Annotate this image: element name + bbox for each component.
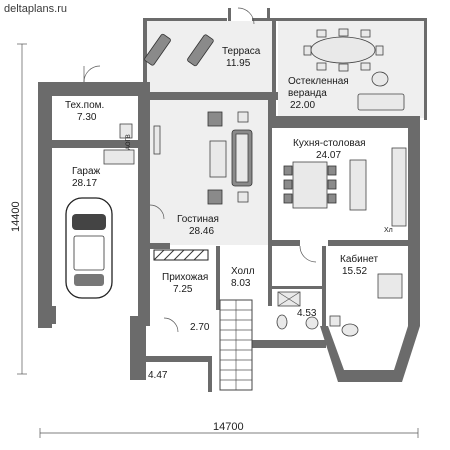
bath-fixtures (276, 291, 319, 330)
dining-table: Хл (283, 147, 407, 234)
veranda-area: 22.00 (290, 100, 315, 111)
living-furniture (153, 111, 253, 205)
site-watermark: deltaplans.ru (4, 3, 67, 15)
door-swings (83, 7, 317, 333)
living-name: Гостиная (177, 214, 219, 225)
height-label: 14400 (10, 201, 22, 232)
wardrobe (153, 249, 209, 261)
kitchen-area: 24.07 (316, 150, 341, 161)
tech-name: Тех.пом. (65, 100, 104, 111)
label-kitchen: Кухня-столовая 24.07 (293, 138, 366, 161)
living-area: 28.46 (189, 226, 214, 237)
label-hall: Холл 8.03 (231, 266, 255, 289)
entry-area: 7.25 (173, 284, 193, 295)
bath-area: 4.53 (297, 308, 317, 319)
label-cabinet: Кабинет 15.52 (340, 253, 378, 277)
staircase (219, 299, 253, 391)
cabinet-area: 15.52 (342, 266, 367, 277)
label-living: Гостиная 28.46 (177, 214, 219, 237)
veranda-table (303, 28, 405, 111)
garage-car (65, 197, 113, 299)
label-entry: Прихожая 7.25 (162, 272, 208, 295)
cabinet-name: Кабинет (340, 253, 378, 265)
label-veranda: Остекленная веранда 22.00 (288, 76, 349, 111)
terrace-floor (143, 21, 272, 92)
small-area-b: 4.47 (148, 370, 168, 381)
garage-area: 28.17 (72, 178, 97, 189)
terrace-loungers (144, 33, 214, 67)
boiler-mark: АОГВ (126, 134, 132, 150)
label-garage: Гараж 28.17 (72, 166, 101, 189)
walls (38, 8, 427, 392)
tech-equipment: АОГВ (103, 123, 135, 165)
entry-name: Прихожая (162, 272, 208, 283)
terrace-name: Терраса (222, 46, 261, 57)
hall-name: Холл (231, 266, 255, 277)
kitchen-name: Кухня-столовая (293, 138, 366, 149)
garage-name: Гараж (72, 166, 101, 177)
veranda-name-1: Остекленная (288, 76, 349, 87)
fridge-mark: Хл (384, 227, 393, 234)
width-label: 14700 (213, 421, 244, 433)
label-tech: Тех.пом. 7.30 (65, 100, 104, 123)
veranda-name-2: веранда (288, 88, 327, 99)
width-dimension: 14700 (39, 421, 419, 438)
cabinet-furniture (329, 273, 403, 337)
small-area-a: 2.70 (190, 322, 210, 333)
tech-area: 7.30 (77, 112, 97, 123)
label-terrace: Терраса 11.95 (222, 46, 261, 69)
height-dimension: 14400 (10, 43, 27, 375)
hall-area: 8.03 (231, 278, 251, 289)
terrace-area: 11.95 (226, 58, 251, 69)
